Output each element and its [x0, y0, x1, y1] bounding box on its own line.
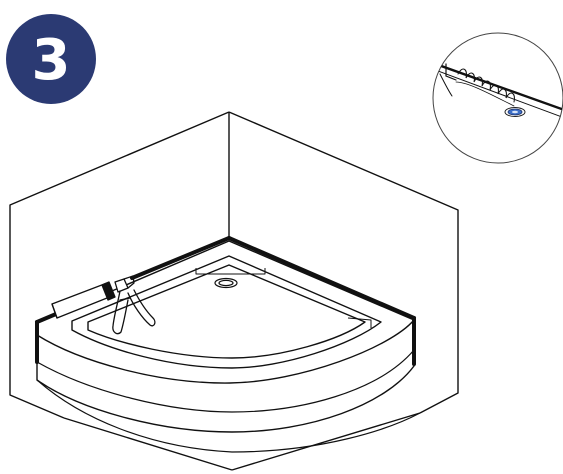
corner-walls — [9, 111, 459, 419]
tray-basin — [87, 264, 366, 359]
tray-inner-rim — [71, 255, 382, 369]
tray-front-skirt — [36, 320, 415, 433]
silicone-gun-icon — [51, 275, 156, 335]
tray-outer-rim — [36, 240, 415, 384]
step-number: 3 — [31, 28, 71, 93]
detail-inset — [432, 32, 563, 164]
spring-icon — [455, 68, 515, 107]
left-wall — [9, 111, 230, 419]
step-number-badge: 3 — [6, 14, 96, 104]
shower-tray — [36, 240, 421, 471]
drain-icon — [214, 277, 238, 289]
right-wall — [228, 111, 459, 414]
drain-ring — [504, 107, 526, 117]
